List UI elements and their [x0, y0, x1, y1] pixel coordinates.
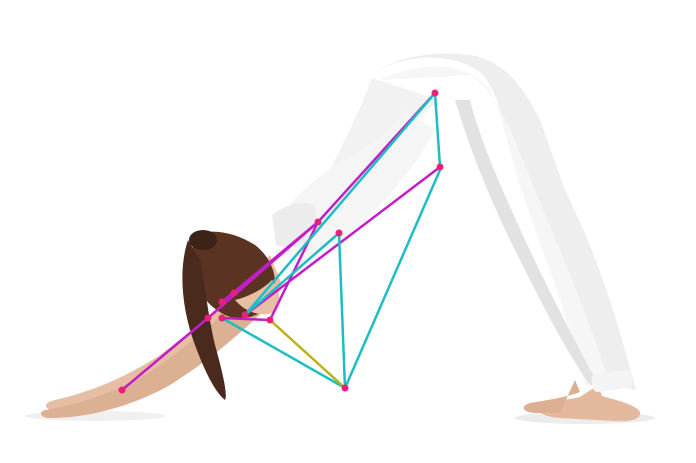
- limb-line: [343, 168, 442, 390]
- limb-line: [220, 316, 272, 322]
- limb-line: [120, 316, 210, 392]
- keypoint: [204, 314, 212, 322]
- limb-line: [268, 318, 347, 390]
- keypoint: [118, 386, 126, 394]
- keypoint: [241, 311, 249, 319]
- keypoint: [230, 289, 238, 297]
- limb-line: [337, 231, 347, 390]
- pose-keypoints: [118, 89, 444, 394]
- limb-line: [243, 91, 437, 317]
- keypoint: [314, 218, 322, 226]
- limb-line: [243, 165, 442, 317]
- keypoint: [335, 229, 343, 237]
- keypoint: [266, 316, 274, 324]
- limb-line: [220, 316, 347, 390]
- keypoint: [218, 298, 226, 306]
- limb-line: [433, 91, 442, 169]
- keypoint: [431, 89, 439, 97]
- head: [182, 230, 280, 400]
- keypoint: [341, 384, 349, 392]
- pose-skeleton: [120, 91, 442, 392]
- feet: [523, 380, 641, 422]
- limb-line: [243, 231, 341, 317]
- top: [272, 110, 435, 270]
- keypoint: [436, 163, 444, 171]
- keypoint: [218, 314, 226, 322]
- limb-line: [220, 220, 320, 304]
